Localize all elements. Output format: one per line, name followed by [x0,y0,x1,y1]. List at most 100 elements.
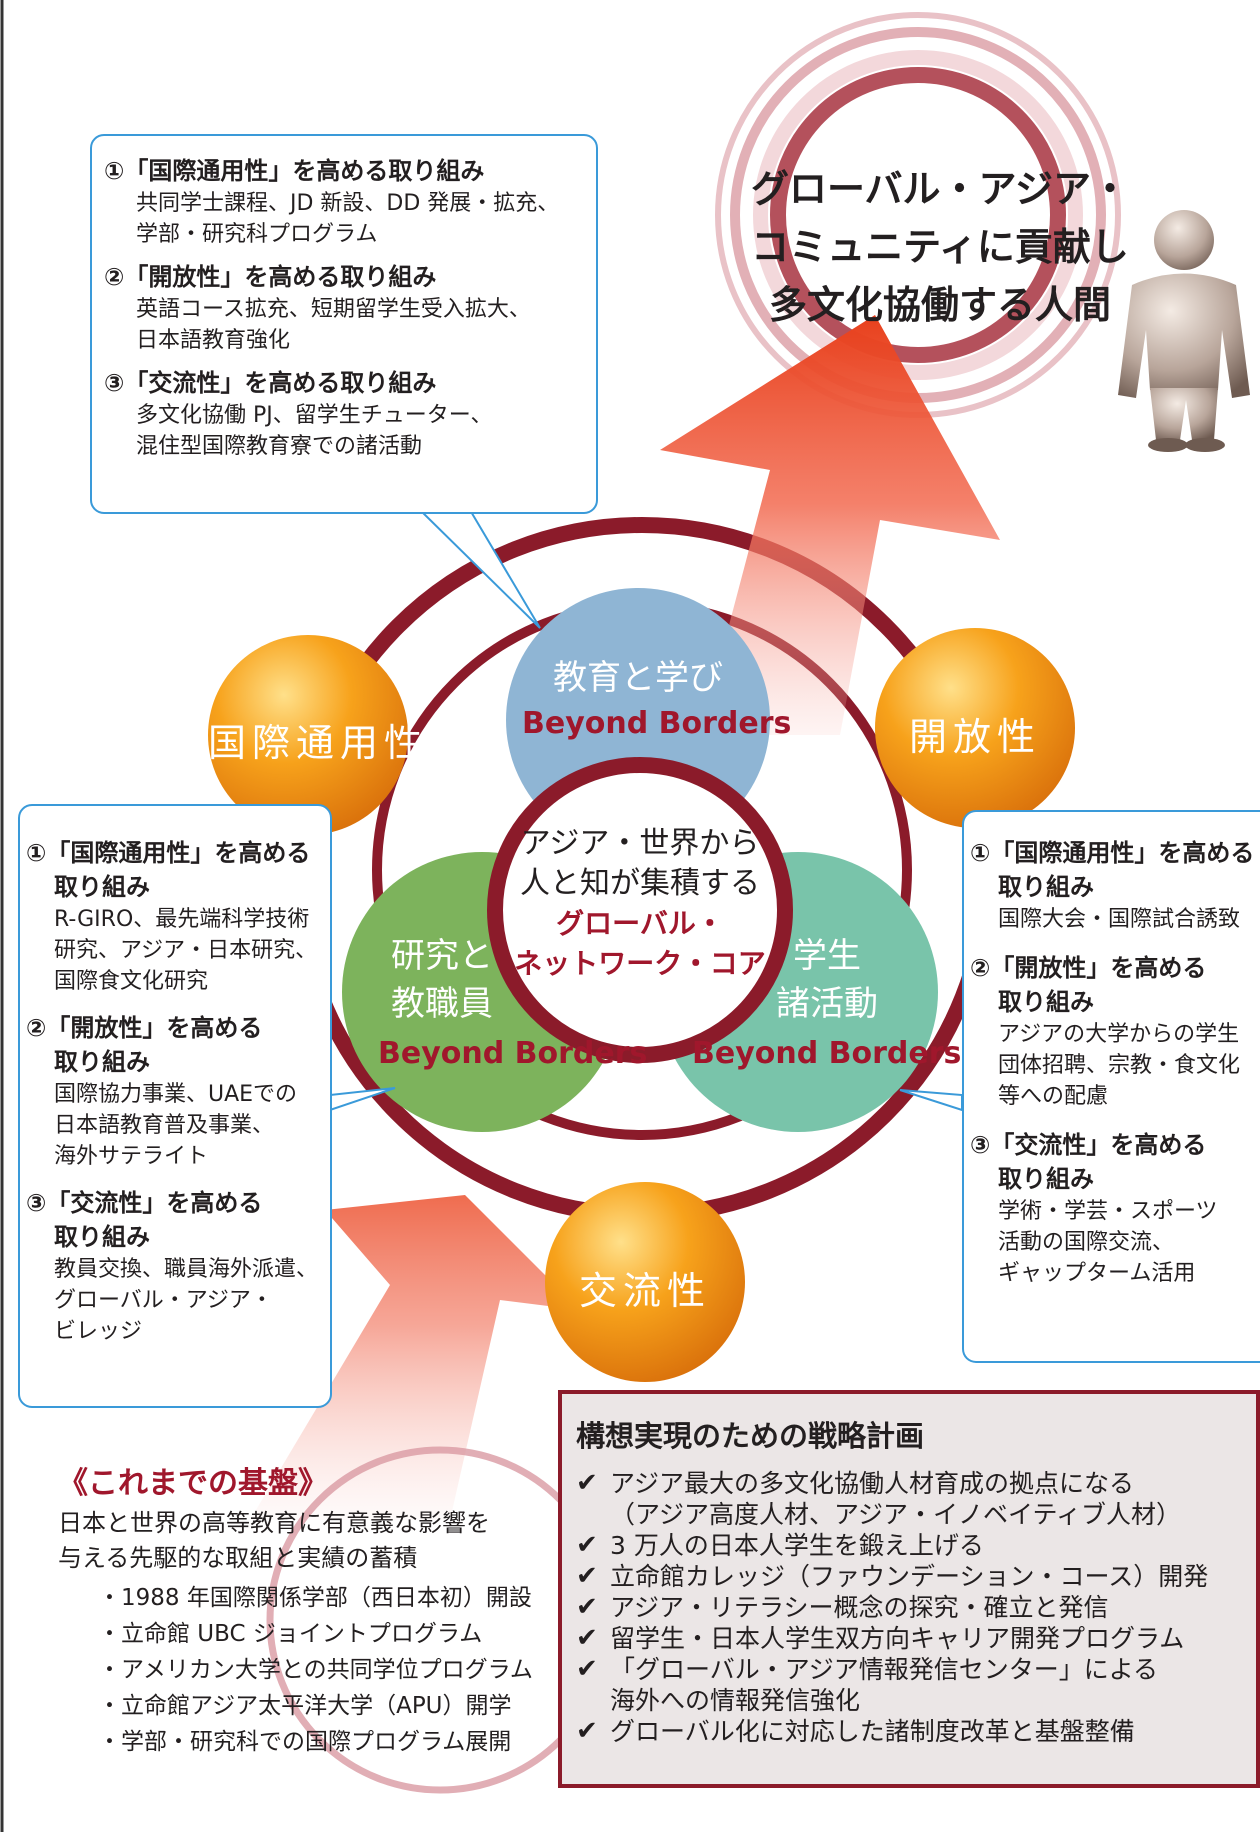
foundation-title: 《これまでの基盤》 [58,1466,328,1501]
plan-item-text: 海外への情報発信強化 [610,1686,861,1715]
top-section-1: ①「国際通用性」を高める取り組み 共同学士課程、JD 新設、DD 発展・拡充、 … [104,154,596,250]
goal-line: コミュニティに貢献し [751,225,1129,269]
section-heading: 取り組み [998,873,1094,901]
section-heading: ②「開放性」を高める取り組み [104,263,437,291]
section-item: 活動の国際交流、 [998,1230,1175,1255]
check-icon: ✔ [576,1654,598,1684]
section-heading: ③「交流性」を高める [970,1131,1207,1159]
plan-item: ✔ 立命館カレッジ（ファウンデーション・コース）開発 [576,1561,1244,1592]
right-section-2: ②「開放性」を高める 取り組み アジアの大学からの学生 団体招聘、宗教・食文化 … [970,951,1260,1112]
plan-item: ✔ 3 万人の日本人学生を鍛え上げる [576,1530,1244,1561]
orb-kaiho [875,628,1075,828]
foundation-item: ・立命館 UBC ジョイントプログラム [98,1621,483,1647]
section-item: 共同学士課程、JD 新設、DD 発展・拡充、 [136,191,560,216]
plan-item: ✔ アジア最大の多文化協働人材育成の拠点になる （アジア高度人材、アジア・イノベ… [576,1468,1244,1530]
foundation-list: ・1988 年国際関係学部（西日本初）開設 ・立命館 UBC ジョイントプログラ… [58,1580,533,1760]
section-heading: 取り組み [998,1165,1094,1193]
right-initiatives-box: ①「国際通用性」を高める 取り組み 国際大会・国際試合誘致 ②「開放性」を高める… [962,810,1260,1363]
left-section-1: ①「国際通用性」を高める 取り組み R-GIRO、最先端科学技術 研究、アジア・… [26,836,330,997]
section-item: 国際協力事業、UAEでの [54,1082,298,1107]
section-heading: ③「交流性」を高める [26,1189,263,1217]
plan-title: 構想実現のための戦略計画 [576,1419,925,1453]
plan-item: ✔ 留学生・日本人学生双方向キャリア開発プログラム [576,1623,1244,1654]
section-heading: ①「国際通用性」を高める取り組み [104,157,485,185]
research-title-line: 研究と [391,936,493,976]
section-item: 国際大会・国際試合誘致 [998,907,1241,932]
section-item: R-GIRO、最先端科学技術 [54,907,310,932]
left-initiatives-box: ①「国際通用性」を高める 取り組み R-GIRO、最先端科学技術 研究、アジア・… [18,804,332,1408]
foundation-item: ・立命館アジア太平洋大学（APU）開学 [98,1693,512,1719]
section-item: グローバル・アジア・ [54,1288,273,1313]
core-accent-line: ネットワーク・コア [514,947,766,980]
section-item: ビレッジ [54,1319,143,1344]
left-section-2: ②「開放性」を高める 取り組み 国際協力事業、UAEでの 日本語教育普及事業、 … [26,1011,330,1172]
goal-target-rings [715,12,1121,418]
section-item: ギャップターム活用 [998,1261,1196,1286]
section-item: 海外サテライト [54,1144,209,1169]
section-item: 日本語教育強化 [136,328,291,353]
goal-statement: グローバル・アジア・ コミュニティに貢献し 多文化協働する人間 [700,160,1180,334]
check-icon: ✔ [576,1592,598,1622]
section-heading: 取り組み [54,873,150,901]
orb-koryu [545,1182,745,1382]
plan-item-text: 立命館カレッジ（ファウンデーション・コース）開発 [610,1562,1209,1591]
orb-label-koryu: 交流性 [578,1269,711,1313]
education-tag: Beyond Borders [522,706,792,741]
section-item: 学術・学芸・スポーツ [998,1199,1218,1224]
right-section-1: ①「国際通用性」を高める 取り組み 国際大会・国際試合誘致 [970,836,1260,935]
section-heading: ③「交流性」を高める取り組み [104,369,437,397]
section-item: アジアの大学からの学生 [998,1022,1240,1047]
core-text: アジア・世界から 人と知が集積する グローバル・ ネットワーク・コア [500,824,780,984]
check-icon: ✔ [576,1623,598,1653]
section-item: 等への配慮 [998,1084,1109,1109]
check-icon: ✔ [576,1468,598,1498]
check-icon: ✔ [576,1716,598,1746]
core-line: 人と知が集積する [520,866,760,901]
right-section-3: ③「交流性」を高める 取り組み 学術・学芸・スポーツ 活動の国際交流、 ギャップ… [970,1128,1260,1289]
plan-item-text: （アジア高度人材、アジア・イノベイティブ人材） [610,1500,1182,1529]
section-item: 教員交換、職員海外派遣、 [54,1257,319,1282]
check-icon: ✔ [576,1530,598,1560]
core-line: アジア・世界から [520,826,760,861]
orb-kokusai [208,635,408,835]
plan-item: ✔ グローバル化に対応した諸制度改革と基盤整備 [576,1716,1244,1747]
students-tag: Beyond Borders [692,1036,962,1071]
top-section-2: ②「開放性」を高める取り組み 英語コース拡充、短期留学生受入拡大、 日本語教育強… [104,260,596,356]
core-accent-line: グローバル・ [556,907,724,940]
foundation-item: ・学部・研究科での国際プログラム展開 [98,1729,512,1755]
section-item: 多文化協働 PJ、留学生チューター、 [136,403,493,428]
plan-item: ✔ アジア・リテラシー概念の探究・確立と発信 [576,1592,1244,1623]
strategic-plan-box: 構想実現のための戦略計画 ✔ アジア最大の多文化協働人材育成の拠点になる （アジ… [558,1390,1260,1788]
section-item: 国際食文化研究 [54,969,209,994]
research-title-line: 教職員 [391,984,493,1024]
section-heading: 取り組み [998,988,1094,1016]
core-circle [487,757,793,1063]
person-figure-icon [1118,210,1250,452]
section-heading: 取り組み [54,1223,150,1251]
section-heading: ②「開放性」を高める [970,954,1207,982]
plan-item-text: 留学生・日本人学生双方向キャリア開発プログラム [610,1624,1185,1653]
orb-label-kaiho: 開放性 [908,715,1041,759]
goal-line: グローバル・アジア・ [750,167,1130,211]
education-title: 教育と学び [553,658,723,698]
foundation-section: 《これまでの基盤》 日本と世界の高等教育に有意義な影響を 与える先駆的な取組と実… [58,1462,533,1760]
foundation-item: ・アメリカン大学との共同学位プログラム [98,1657,533,1683]
plan-item-text: 3 万人の日本人学生を鍛え上げる [610,1531,984,1560]
section-item: 研究、アジア・日本研究、 [54,938,318,963]
foundation-description: 与える先駆的な取組と実績の蓄積 [58,1544,418,1572]
foundation-description: 日本と世界の高等教育に有意義な影響を [58,1509,490,1537]
left-section-3: ③「交流性」を高める 取り組み 教員交換、職員海外派遣、 グローバル・アジア・ … [26,1186,330,1347]
section-item: 日本語教育普及事業、 [54,1113,275,1138]
students-title-line: 学生 [793,936,861,976]
students-title: 学生 諸活動 [762,932,892,1028]
section-item: 団体招聘、宗教・食文化 [998,1053,1241,1078]
section-item: 混住型国際教育寮での諸活動 [136,434,423,459]
section-item: 学部・研究科プログラム [136,222,378,247]
research-title: 研究と 教職員 [372,932,512,1028]
students-title-line: 諸活動 [776,984,878,1024]
plan-item-text: アジア・リテラシー概念の探究・確立と発信 [610,1593,1109,1622]
growth-arrow-top [660,315,1000,735]
orb-label-kokusai: 国際通用性 [208,721,429,765]
top-section-3: ③「交流性」を高める取り組み 多文化協働 PJ、留学生チューター、 混住型国際教… [104,366,596,462]
